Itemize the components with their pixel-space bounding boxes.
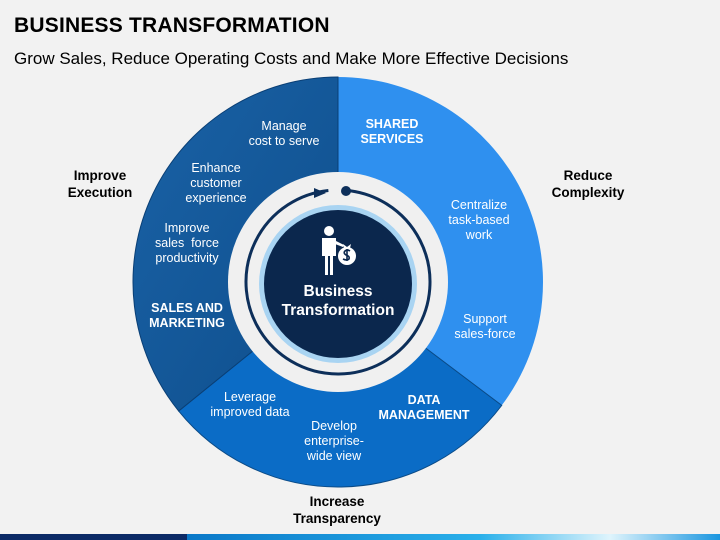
item-line: work (465, 228, 493, 242)
item-line: task-based (448, 213, 510, 227)
label-improve-execution: Improve Execution (68, 167, 133, 201)
title-line: DATA (407, 393, 441, 407)
arrow-start-dot (341, 186, 351, 196)
item-line: customer (190, 176, 242, 190)
slide-title: BUSINESS TRANSFORMATION (14, 14, 330, 37)
item-line: Centralize (450, 198, 508, 212)
title-line: SHARED (365, 117, 419, 131)
title-line: MANAGEMENT (378, 408, 470, 422)
sales-item-improve: Improve sales force productivity (155, 221, 219, 266)
label-line: Execution (67, 185, 133, 200)
item-line: Manage (261, 119, 307, 133)
item-line: experience (185, 191, 247, 205)
item-line: cost to serve (248, 134, 320, 148)
sales-item-manage: Manage cost to serve (249, 119, 320, 149)
title-line: SERVICES (360, 132, 424, 146)
item-line: enterprise- (304, 434, 364, 448)
businessman-money-bag-icon (322, 226, 356, 275)
item-line: sales-force (454, 327, 516, 341)
shared-services-title: SHARED SERVICES (361, 117, 424, 147)
core-circle (264, 210, 412, 358)
sales-marketing-title: SALES AND MARKETING (149, 301, 225, 331)
segment-shared-services (338, 77, 543, 406)
data-item-develop: Develop enterprise- wide view (304, 419, 364, 464)
cycle-arrow-ring (244, 188, 432, 376)
label-line: Complexity (551, 185, 625, 200)
center-label-line: Transformation (281, 302, 395, 319)
sales-item-enhance: Enhance customer experience (185, 161, 246, 206)
item-line: improved data (210, 405, 290, 419)
item-line: wide view (306, 449, 362, 463)
item-line: Enhance (191, 161, 241, 175)
label-line: Reduce (563, 168, 613, 183)
label-increase-transparency: Increase Transparency (293, 493, 381, 527)
title-line: SALES AND (151, 301, 223, 315)
shared-item-support: Support sales-force (454, 312, 515, 342)
data-management-title: DATA MANAGEMENT (379, 393, 470, 423)
footer-gradient-bar (0, 534, 720, 540)
title-line: MARKETING (149, 316, 225, 330)
slide-subtitle: Grow Sales, Reduce Operating Costs and M… (14, 49, 569, 68)
center-label-line: Business (303, 283, 373, 300)
label-line: Transparency (293, 511, 381, 526)
item-line: Develop (311, 419, 357, 433)
item-line: Leverage (223, 390, 277, 404)
data-item-leverage: Leverage improved data (210, 390, 289, 420)
item-line: productivity (155, 251, 219, 265)
label-line: Increase (309, 494, 365, 509)
label-line: Improve (73, 168, 127, 183)
item-line: Support (463, 312, 507, 326)
center-label: Business Transformation (282, 282, 395, 320)
shared-item-centralize: Centralize task-based work (448, 198, 509, 243)
arrow-head-icon (314, 188, 326, 198)
label-reduce-complexity: Reduce Complexity (552, 167, 625, 201)
item-line: sales force (155, 236, 219, 250)
item-line: Improve (164, 221, 210, 235)
